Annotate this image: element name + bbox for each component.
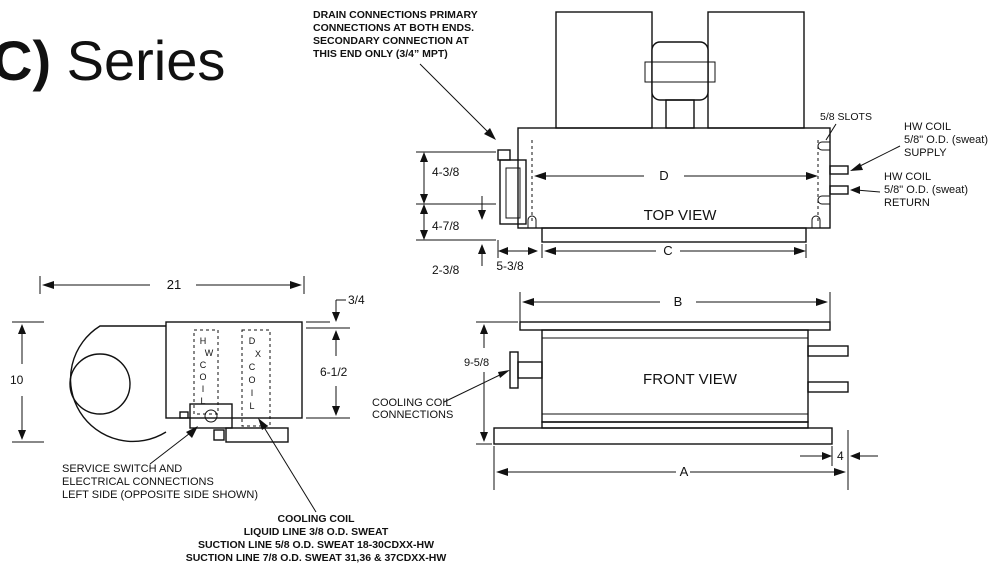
front-pipe-stub-lower	[807, 381, 849, 393]
coil-letter: X	[255, 349, 261, 359]
coil-letter: W	[205, 348, 214, 358]
coil-connection-inner	[505, 167, 521, 219]
svg-text:LEFT SIDE (OPPOSITE SIDE SHOWN: LEFT SIDE (OPPOSITE SIDE SHOWN)	[62, 489, 258, 501]
hw-supply-note: HW COIL 5/8" O.D. (sweat) SUPPLY	[850, 121, 988, 171]
side-view: 21 10 3/4 6-1	[10, 276, 365, 443]
cooling-connections-note: COOLING COIL CONNECTIONS	[372, 370, 510, 421]
dx-coil-box	[241, 329, 271, 427]
dim-top-height-1: 4-3/8	[432, 165, 460, 179]
blower-wheel	[69, 353, 131, 415]
top-view-label: TOP VIEW	[644, 207, 718, 224]
svg-text:SECONDARY CONNECTION AT: SECONDARY CONNECTION AT	[313, 35, 469, 47]
blower-housing-right	[707, 11, 805, 129]
slot-upper	[817, 141, 830, 151]
svg-text:SUPPLY: SUPPLY	[904, 147, 947, 159]
switch-knob-icon	[204, 409, 218, 423]
svg-text:COOLING COIL: COOLING COIL	[278, 513, 356, 525]
front-base	[493, 427, 833, 445]
coil-letter: O	[199, 372, 206, 382]
hw-return-note: HW COIL 5/8" O.D. (sweat) RETURN	[850, 171, 968, 209]
dim-a: A	[680, 464, 689, 479]
dim-side-offset: 3/4	[348, 293, 365, 307]
coil-letter: C	[200, 360, 207, 370]
drain-fitting	[497, 149, 511, 161]
coil-letter: L	[200, 396, 205, 406]
svg-text:RETURN: RETURN	[884, 197, 930, 209]
front-view-label: FRONT VIEW	[643, 371, 738, 388]
motor	[651, 41, 709, 101]
svg-text:ELECTRICAL CONNECTIONS: ELECTRICAL CONNECTIONS	[62, 476, 214, 488]
coil-letter: D	[249, 336, 256, 346]
slots-note: 5/8 SLOTS	[820, 111, 872, 123]
coil-letter: O	[248, 375, 255, 385]
electrical-connector	[213, 429, 225, 441]
coil-letter: I	[251, 388, 254, 398]
svg-text:5/8" O.D. (sweat): 5/8" O.D. (sweat)	[884, 184, 968, 196]
hw-supply-stub	[829, 165, 849, 175]
svg-text:SERVICE SWITCH AND: SERVICE SWITCH AND	[62, 463, 182, 475]
svg-text:CONNECTIONS: CONNECTIONS	[372, 409, 453, 421]
dim-side-height-2: 6-1/2	[320, 365, 348, 379]
svg-text:LIQUID LINE 3/8 O.D. SWEAT: LIQUID LINE 3/8 O.D. SWEAT	[244, 526, 389, 538]
dim-d: D	[659, 168, 668, 183]
blower-scroll	[69, 325, 167, 443]
svg-text:THIS END ONLY (3/4” MPT): THIS END ONLY (3/4” MPT)	[313, 48, 448, 60]
top-base-plate	[541, 227, 807, 243]
svg-text:HW COIL: HW COIL	[884, 171, 931, 183]
front-view: B FRONT VIEW 9-5/8 A	[464, 292, 878, 490]
motor-shaft	[644, 61, 716, 83]
svg-text:SUCTION LINE 5/8 O.D. SWEAT 18: SUCTION LINE 5/8 O.D. SWEAT 18-30CDXX-HW	[198, 539, 434, 551]
series-title: C) Series	[0, 29, 225, 92]
front-top-plate	[519, 321, 831, 331]
svg-text:COOLING COIL: COOLING COIL	[372, 397, 451, 409]
svg-text:5/8" O.D. (sweat): 5/8" O.D. (sweat)	[904, 134, 988, 146]
dim-top-height-2: 4-7/8	[432, 219, 460, 233]
coil-connection-block	[499, 159, 527, 225]
cooling-coil-note: COOLING COIL LIQUID LINE 3/8 O.D. SWEAT …	[186, 418, 447, 564]
coil-letter: I	[202, 384, 205, 394]
dim-front-height: 9-5/8	[464, 357, 489, 369]
dim-front-offset: 4	[837, 449, 844, 463]
hw-return-stub	[829, 185, 849, 195]
svg-text:HW COIL: HW COIL	[904, 121, 951, 133]
coil-letter: H	[200, 336, 207, 346]
hw-coil-box	[193, 329, 219, 415]
side-cabinet	[165, 321, 303, 419]
motor-mount	[665, 99, 695, 129]
front-coil-connection	[509, 351, 519, 389]
dim-side-width: 21	[167, 277, 181, 292]
svg-text:CONNECTIONS AT BOTH ENDS.: CONNECTIONS AT BOTH ENDS.	[313, 22, 474, 34]
dim-top-offset: 2-3/8	[432, 263, 460, 277]
svg-text:DRAIN CONNECTIONS PRIMARY: DRAIN CONNECTIONS PRIMARY	[313, 9, 478, 21]
slot-lower	[817, 195, 830, 205]
slot-right-bottom	[811, 215, 821, 228]
dim-side-height: 10	[10, 373, 24, 387]
front-coil-connection-stub	[517, 361, 543, 379]
front-pipe-stub-upper	[807, 345, 849, 357]
top-view: D TOP VIEW C 5-3/8 4-3/8 4-7/8 2-3/8	[416, 11, 849, 277]
coil-letter: L	[249, 401, 254, 411]
blower-housing-left	[555, 11, 653, 129]
coil-letter: C	[249, 362, 256, 372]
drain-note: DRAIN CONNECTIONS PRIMARY CONNECTIONS AT…	[313, 9, 496, 140]
service-switch-box	[189, 403, 233, 429]
svg-text:SUCTION LINE 7/8 O.D. SWEAT 31: SUCTION LINE 7/8 O.D. SWEAT 31,36 & 37CD…	[186, 552, 447, 564]
slot-left-bottom	[527, 215, 537, 228]
dim-b: B	[674, 294, 683, 309]
service-switch-note: SERVICE SWITCH AND ELECTRICAL CONNECTION…	[62, 426, 258, 501]
dim-top-width: 5-3/8	[496, 259, 524, 273]
dim-c: C	[663, 243, 672, 258]
side-small-tab	[179, 411, 189, 419]
front-bottom-strip	[541, 421, 809, 429]
side-base-plate	[225, 427, 289, 443]
